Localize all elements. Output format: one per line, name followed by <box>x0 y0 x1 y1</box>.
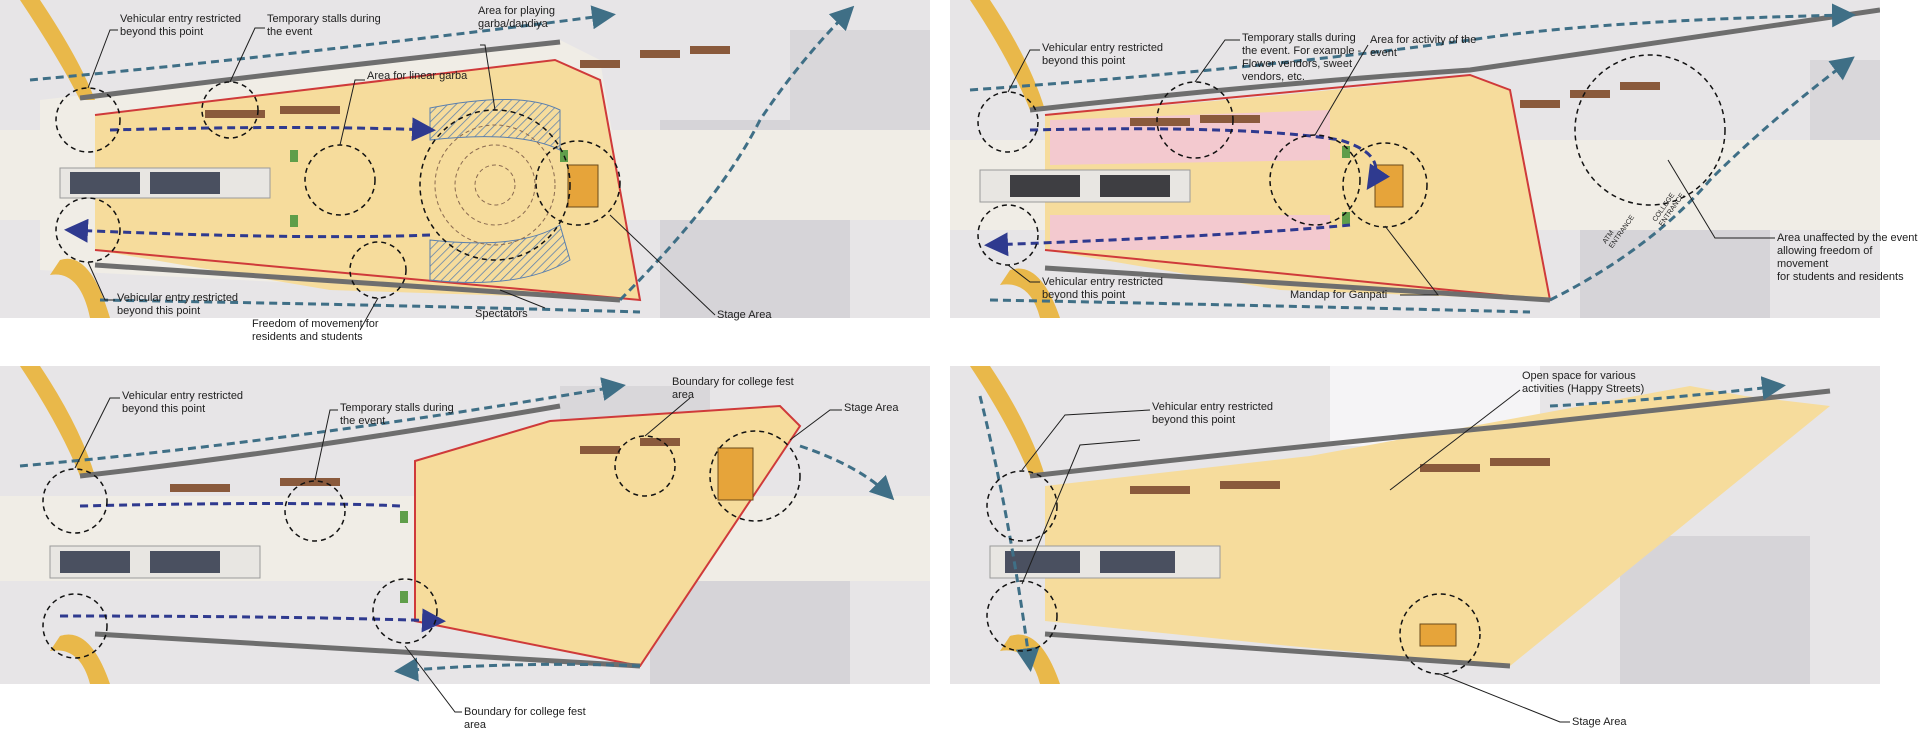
fest-area <box>415 406 800 666</box>
pink-zone-top <box>1050 110 1330 165</box>
stage-block <box>567 164 599 208</box>
plan-drawing-1 <box>0 0 930 318</box>
plan-ganpati-festival <box>950 0 1880 318</box>
plan-drawing-2 <box>950 0 1880 318</box>
curb-bottom-left <box>50 258 110 318</box>
pink-zone-bottom <box>1050 215 1330 250</box>
marker-stage <box>535 140 621 226</box>
open-space-area <box>1045 386 1830 666</box>
stage-block <box>717 447 754 501</box>
parked-vehicles-2 <box>150 172 220 194</box>
marker-vehicle-bottom <box>55 197 121 263</box>
marker-freedom <box>349 241 407 299</box>
plan-drawing-4 <box>950 366 1880 684</box>
marker-stalls <box>201 81 259 139</box>
garba-area-bottom <box>429 224 571 283</box>
parked-vehicles-1 <box>70 172 140 194</box>
stage-block <box>1419 623 1457 647</box>
plan-drawing-3 <box>0 366 930 684</box>
marker-vehicle-top <box>55 87 121 153</box>
plan-college-fest <box>0 366 930 684</box>
plan-happy-streets <box>950 366 1880 684</box>
plan-navratri-garba <box>0 0 930 318</box>
event-boundary <box>94 58 642 302</box>
